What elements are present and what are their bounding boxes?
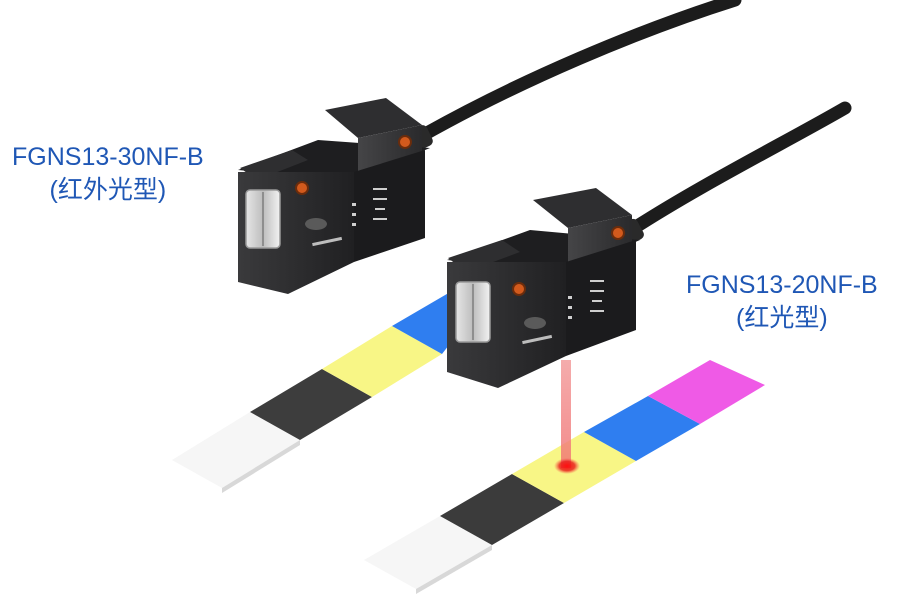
sensor-b-led-side: [611, 226, 625, 240]
strip-front-white: [364, 516, 492, 589]
sensor-a-logo: [305, 218, 327, 230]
sensor-a-fork-right: [325, 98, 422, 138]
red-beam: [561, 360, 571, 468]
strip-back-black-edge: [222, 440, 300, 493]
strip-back-black: [250, 369, 372, 440]
strip-front-blue: [584, 396, 700, 461]
strip-front-black: [440, 474, 564, 545]
sensor-b-side: [566, 240, 636, 356]
strip-front-white-edge: [416, 545, 492, 594]
cable-a: [411, 0, 742, 145]
product-type-infrared: (红外光型): [49, 176, 167, 204]
strip-front-magenta: [648, 360, 765, 424]
sensor-b-logo: [524, 317, 546, 329]
product-model-infrared: FGNS13-30NF-B: [12, 143, 204, 171]
product-label-infrared: FGNS13-30NF-B (红外光型): [12, 141, 204, 207]
red-spot: [554, 458, 580, 474]
sensor-a: [238, 98, 430, 294]
product-model-red: FGNS13-20NF-B: [686, 271, 878, 299]
sensor-a-model-mark: [312, 236, 343, 247]
sensor-b: [447, 188, 640, 388]
sensor-a-spec-marks: [352, 188, 387, 226]
sensor-b-spec-marks: [568, 280, 604, 319]
product-type-red: (红光型): [736, 304, 828, 332]
cable-b: [621, 101, 852, 239]
sensor-b-model-mark: [522, 334, 553, 345]
product-label-red: FGNS13-20NF-B (红光型): [686, 269, 878, 335]
sensor-a-led-side: [398, 135, 412, 149]
strip-back-yellow: [322, 326, 442, 397]
sensor-a-side: [354, 150, 425, 262]
sensor-b-led-front: [512, 282, 526, 296]
color-strip-back: [172, 291, 470, 493]
strip-back-white: [172, 412, 300, 488]
sensor-b-fork-right: [533, 188, 632, 228]
sensor-a-led-front: [295, 181, 309, 195]
